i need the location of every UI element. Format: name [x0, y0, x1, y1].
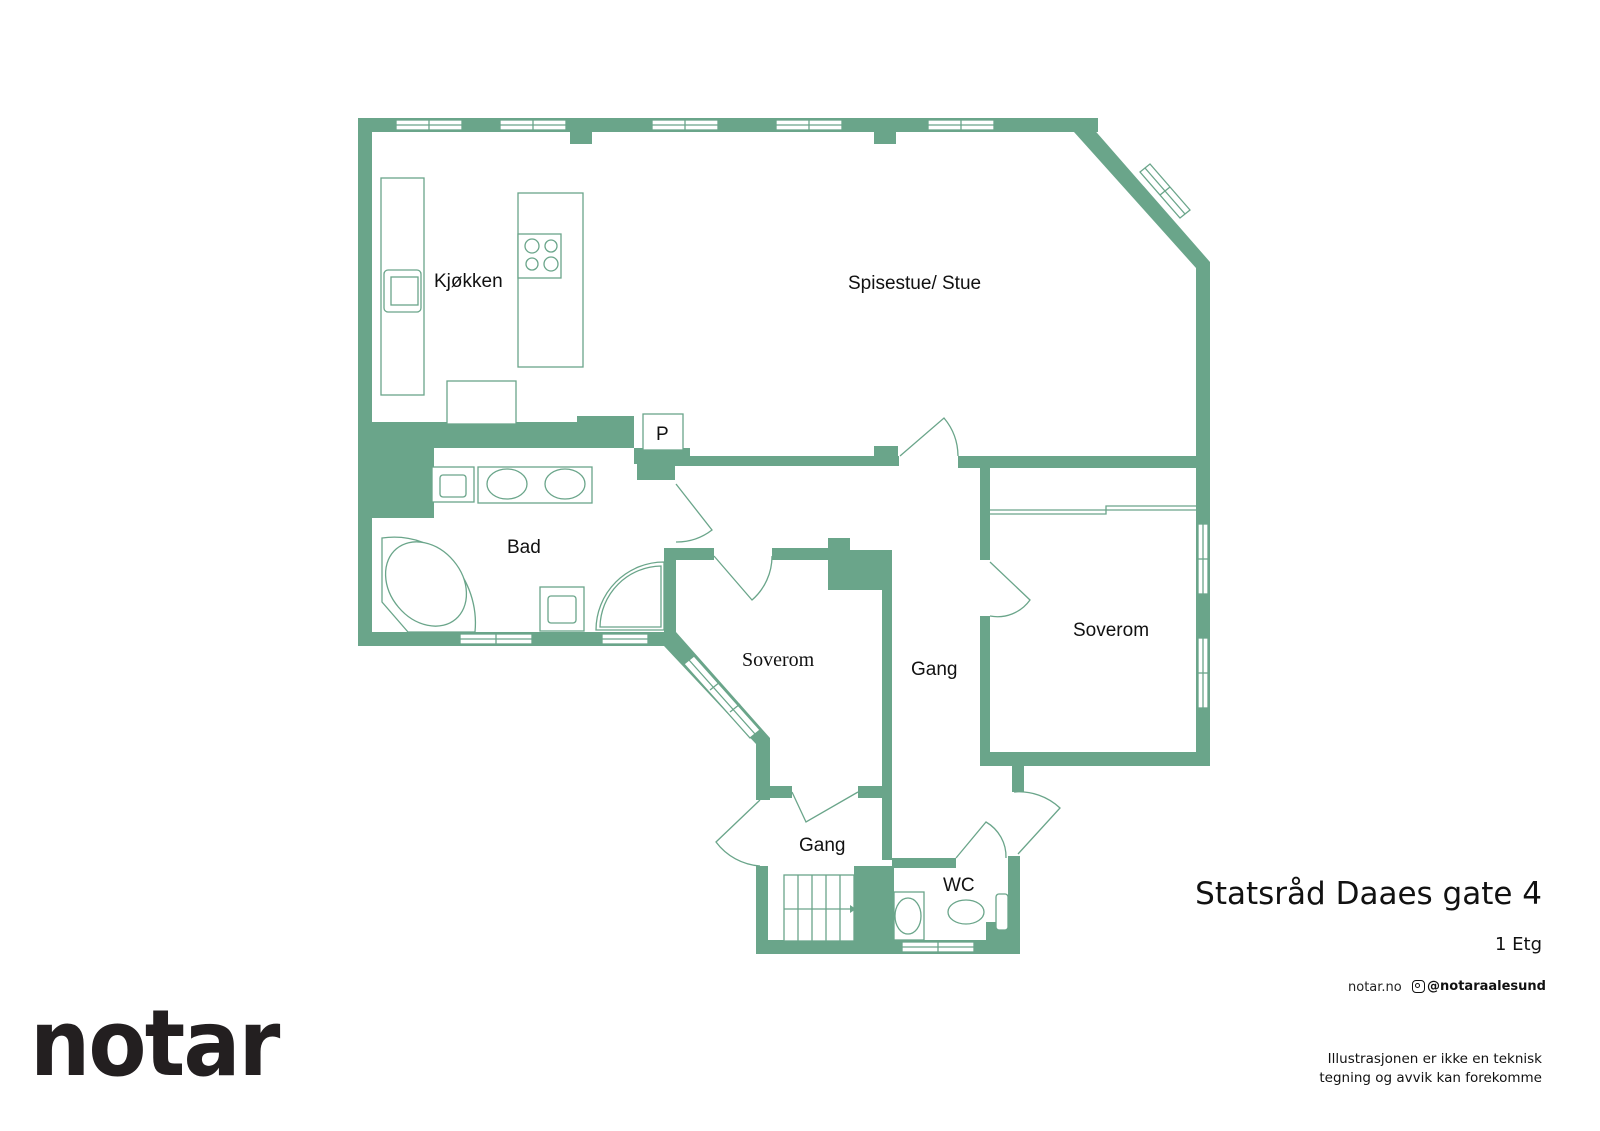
- room-label-bedroom-right: Soverom: [1073, 620, 1149, 641]
- room-label-living: Spisestue/ Stue: [848, 273, 981, 294]
- room-label-wc: WC: [943, 875, 975, 896]
- instagram-handle: @notaraalesund: [1427, 979, 1546, 994]
- disclaimer: Illustrasjonen er ikke en teknisk tegnin…: [1319, 1050, 1542, 1088]
- doors: [675, 417, 1061, 867]
- room-label-pantry: P: [656, 424, 669, 445]
- room-label-bedroom-left: Soverom: [742, 649, 815, 671]
- fixtures: [380, 177, 1196, 942]
- room-label-hall-lower: Gang: [799, 835, 845, 856]
- disclaimer-line-2: tegning og avvik kan forekomme: [1319, 1070, 1542, 1086]
- room-labels: Kjøkken Spisestue/ Stue Bad Soverom Gang…: [434, 271, 1149, 896]
- floor-label: 1 Etg: [1494, 934, 1542, 955]
- toilet-icon: [947, 899, 985, 925]
- room-label-hall-main: Gang: [911, 659, 957, 680]
- walls: [358, 118, 1210, 954]
- kitchen-island: [517, 192, 584, 368]
- website-link[interactable]: notar.no: [1348, 980, 1402, 995]
- address-title: Statsråd Daaes gate 4: [1195, 876, 1542, 912]
- windows: [395, 119, 1209, 953]
- room-label-bath: Bad: [507, 537, 541, 558]
- room-label-kitchen: Kjøkken: [434, 271, 503, 292]
- notar-logo: notar: [30, 990, 280, 1097]
- stairs-icon: [783, 874, 856, 942]
- instagram-link[interactable]: @notaraalesund: [1412, 979, 1546, 994]
- pantry-box: [642, 413, 684, 451]
- instagram-icon: [1412, 980, 1426, 993]
- disclaimer-line-1: Illustrasjonen er ikke en teknisk: [1327, 1051, 1542, 1067]
